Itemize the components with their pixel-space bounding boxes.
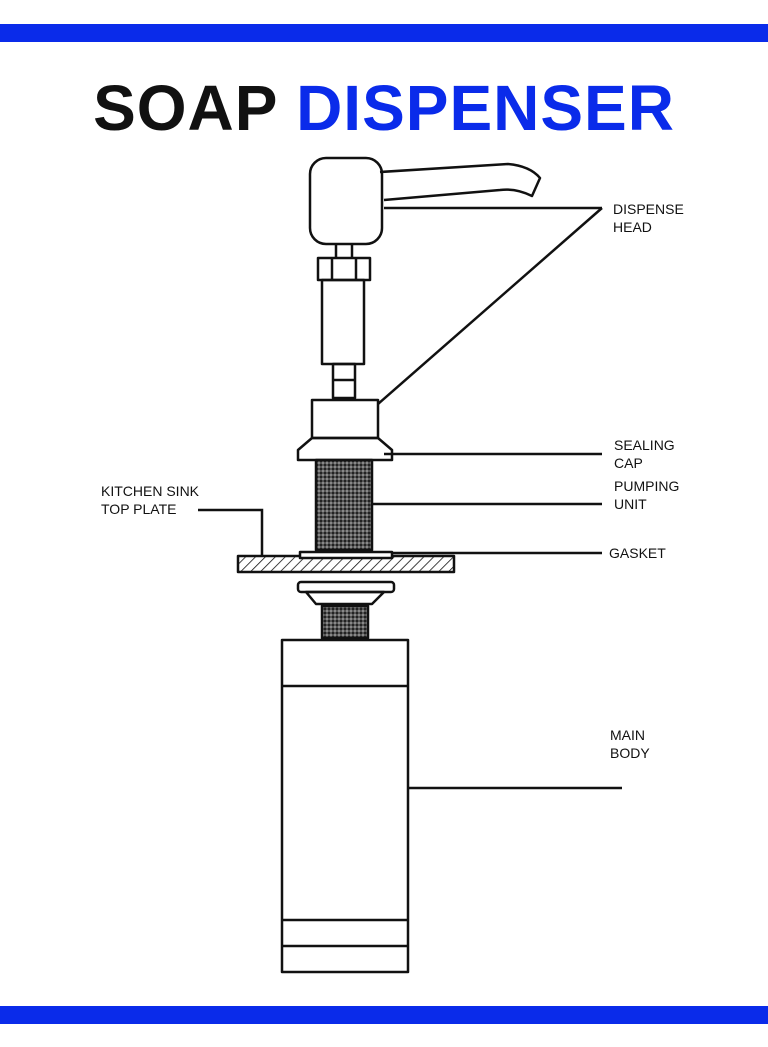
bottom-border-bar [0,1006,768,1024]
main-body-shape [280,638,410,974]
label-main-body: MAIN BODY [610,727,650,761]
dispense-head-shape [308,156,384,246]
sealing-cap-flange [296,436,394,462]
pumping-unit-shape [314,458,374,552]
lower-nut-shape [304,590,386,606]
title-word-soap: SOAP [93,72,278,144]
spout-shape [379,162,542,202]
leader-kitchen-sink [198,508,264,556]
label-kitchen-sink-top-plate: KITCHEN SINK TOP PLATE [101,483,200,517]
label-gasket: GASKET [609,545,666,561]
top-border-bar [0,24,768,42]
label-dispense-head: DISPENSE HEAD [613,201,684,235]
label-sealing-cap: SEALING CAP [614,437,675,471]
gasket-shape [296,580,396,594]
title-word-dispenser: DISPENSER [296,72,675,144]
page-title: SOAP DISPENSER [0,70,768,146]
stem-tube-shape [320,278,366,366]
sealing-cap-shape [310,398,380,440]
stem-nut-shape [316,256,372,282]
label-pumping-unit: PUMPING UNIT [614,478,680,512]
lower-thread-shape [320,604,370,640]
leader-dispense-head-lower [377,207,603,405]
